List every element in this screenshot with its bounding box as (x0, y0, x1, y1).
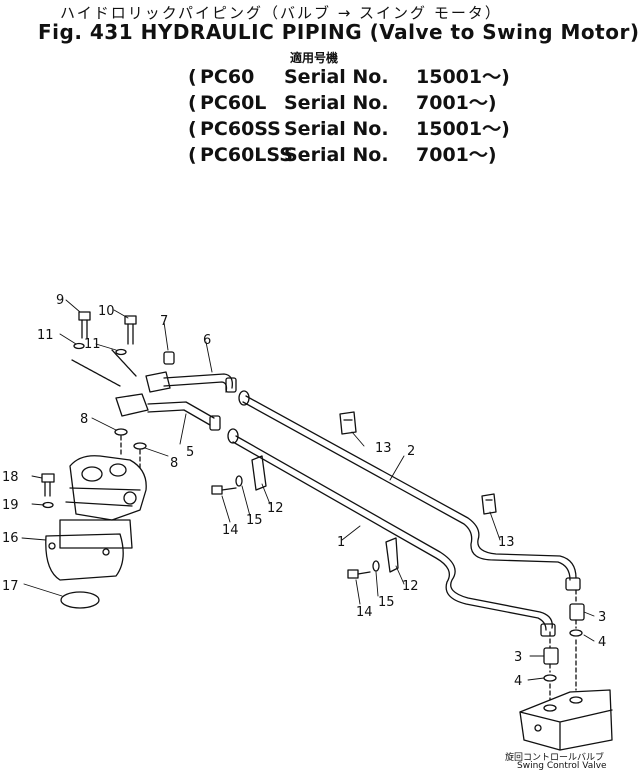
o-ring-4a (569, 629, 583, 637)
parts-diagram-page: ハイドロリックパイピング（バルブ → スイング モータ） Fig. 431 HY… (2, 4, 639, 771)
callout-17: 17 (2, 579, 19, 594)
swing-valve-caption-japanese: 旋回コントロールバルブ (505, 753, 605, 763)
flange-upper (145, 371, 171, 393)
o-ring-4b (543, 674, 557, 682)
applicable-models-label: 適用号機 (290, 51, 339, 65)
bolt-14b (347, 569, 371, 579)
callout-2: 2 (407, 444, 415, 459)
callout-3: 3 (598, 610, 606, 625)
model-name: PC60LSS (200, 144, 293, 166)
swing-motor-16 (45, 455, 147, 581)
callout-18: 18 (2, 470, 19, 485)
callout-10: 10 (98, 304, 115, 319)
washer-11b (115, 348, 127, 356)
hydraulic-tube-5 (147, 401, 221, 431)
callout-12: 12 (402, 579, 419, 594)
serial-label: Serial No. (284, 144, 389, 166)
callout-4: 4 (514, 674, 522, 689)
serial-range: 7001～ (416, 92, 488, 114)
hydraulic-pipe-1 (227, 428, 556, 637)
callout-5: 5 (186, 445, 194, 460)
bolt-14a (211, 485, 237, 495)
model-name: PC60SS (200, 118, 281, 140)
exploded-view-drawing: 1 2 3 3 4 4 5 6 7 8 8 9 10 11 11 12 12 1… (2, 293, 613, 751)
callout-15: 15 (246, 513, 263, 528)
hydraulic-tube-6 (163, 373, 237, 393)
callout-11: 11 (84, 337, 101, 352)
model-name: PC60 (200, 66, 255, 88)
serial-range: 7001～ (416, 144, 488, 166)
washer-11a (73, 342, 85, 350)
callout-4: 4 (598, 635, 606, 650)
clamp-13b (481, 493, 497, 515)
serial-row: (PC60LSSSerial No.7001～ ) (188, 140, 510, 166)
figure-title-japanese: ハイドロリックパイピング（バルブ → スイング モータ） (60, 4, 502, 22)
o-ring-8a (114, 428, 128, 436)
hydraulic-pipe-2 (238, 390, 581, 591)
swing-valve-caption: Swing Control Valve (517, 761, 607, 771)
callout-7: 7 (160, 314, 168, 329)
bolt-10 (124, 315, 137, 345)
callout-1: 1 (337, 535, 345, 550)
elbow-3a (569, 603, 585, 621)
callout-12: 12 (267, 501, 284, 516)
callout-9: 9 (56, 293, 64, 308)
o-ring-8b (133, 442, 147, 450)
bracket-12b (385, 537, 399, 573)
washer-15b (372, 560, 380, 572)
callout-6: 6 (203, 333, 211, 348)
callout-3: 3 (514, 650, 522, 665)
callout-13: 13 (498, 535, 515, 550)
callout-14: 14 (222, 523, 239, 538)
bracket-12a (251, 455, 267, 491)
callout-15: 15 (378, 595, 395, 610)
callout-labels: 1 2 3 3 4 4 5 6 7 8 8 9 10 11 11 12 12 1… (2, 293, 606, 689)
callout-16: 16 (2, 531, 19, 546)
elbow-3b (543, 647, 559, 665)
serial-range: 15001～ (416, 66, 502, 88)
swing-control-valve (519, 689, 613, 751)
serial-label: Serial No. (284, 66, 389, 88)
callout-8: 8 (80, 412, 88, 427)
serial-label: Serial No. (284, 92, 389, 114)
callout-8: 8 (170, 456, 178, 471)
serial-range: 15001～ (416, 118, 502, 140)
bolt-9 (78, 311, 91, 339)
washer-15a (235, 475, 243, 487)
flange-lower (115, 393, 149, 417)
clamp-13a (339, 411, 357, 435)
washer-19 (42, 501, 54, 509)
model-name: PC60L (200, 92, 267, 114)
callout-14: 14 (356, 605, 373, 620)
bolt-18 (41, 473, 55, 497)
o-ring-17 (60, 591, 100, 609)
fitting-7 (163, 351, 175, 365)
callout-11: 11 (37, 328, 54, 343)
figure-title: Fig. 431 HYDRAULIC PIPING (Valve to Swin… (38, 20, 639, 44)
serial-label: Serial No. (284, 118, 389, 140)
callout-13: 13 (375, 441, 392, 456)
callout-19: 19 (2, 498, 19, 513)
